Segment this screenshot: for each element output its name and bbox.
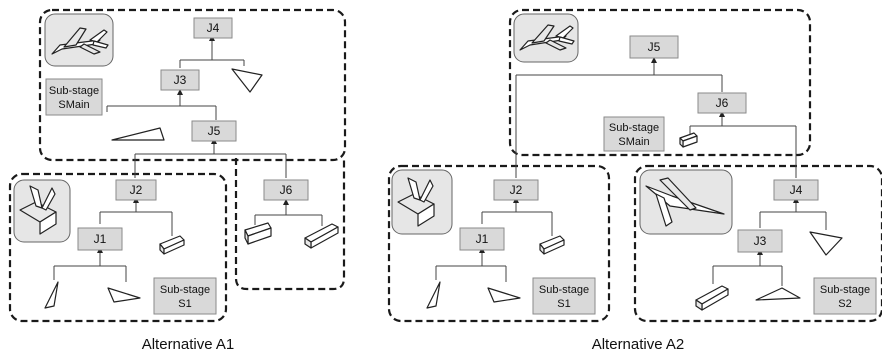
long-beam-part (304, 223, 339, 249)
svg-text:J3: J3 (174, 73, 187, 87)
svg-text:J1: J1 (476, 232, 489, 246)
joint-j5: J5 (191, 120, 237, 142)
svg-text:J6: J6 (716, 96, 729, 110)
svg-text:J2: J2 (510, 183, 523, 197)
a2-connectors (435, 57, 827, 286)
joint-j4: J4 (193, 17, 233, 39)
svg-text:J2: J2 (130, 183, 143, 197)
svg-text:J4: J4 (790, 183, 803, 197)
joint-j3: J3 (160, 69, 200, 91)
wing-part (231, 68, 263, 93)
alternative-a2: J5 J6 J2 J1 J4 J3 Sub-stage SMain (387, 8, 882, 353)
svg-text:Sub-stage: Sub-stage (820, 284, 870, 296)
substage-s2-region (633, 164, 882, 323)
joint-j1: J1 (459, 227, 505, 251)
tail-assembly-icon (391, 169, 453, 235)
caption-alternative-a1: Alternative A1 (142, 336, 235, 353)
tail-assembly-icon (13, 179, 71, 243)
j6-region (234, 158, 346, 291)
substage-label-smain: Sub-stage SMain (45, 78, 103, 116)
joint-j6: J6 (697, 92, 747, 114)
svg-text:S1: S1 (557, 298, 570, 310)
stabilizer-part (107, 287, 141, 303)
svg-text:J3: J3 (754, 234, 767, 248)
svg-text:S2: S2 (838, 298, 851, 310)
caption-alternative-a2: Alternative A2 (592, 336, 685, 353)
wing-part (809, 231, 843, 256)
svg-text:J4: J4 (207, 21, 220, 35)
aircraft-icon (44, 13, 114, 67)
substage-label-s2: Sub-stage S2 (813, 277, 877, 315)
svg-text:SMain: SMain (618, 136, 649, 148)
substage-smain-region (38, 8, 347, 162)
wing-part (755, 287, 801, 301)
joint-j2: J2 (493, 179, 539, 201)
svg-text:Sub-stage: Sub-stage (609, 122, 659, 134)
aircraft-icon (513, 13, 579, 63)
svg-text:S1: S1 (178, 298, 191, 310)
substage-label-s1: Sub-stage S1 (153, 277, 217, 315)
small-block-part (679, 132, 698, 148)
joint-j4: J4 (773, 179, 819, 201)
substage-label-smain: Sub-stage SMain (603, 116, 665, 152)
svg-text:J5: J5 (208, 124, 221, 138)
svg-text:SMain: SMain (58, 99, 89, 111)
fin-part (44, 281, 59, 309)
joint-j5: J5 (629, 35, 679, 59)
block-part (244, 222, 272, 245)
substage-s1-region (387, 164, 611, 323)
svg-text:Sub-stage: Sub-stage (539, 284, 589, 296)
alternative-a1: J4 J3 J5 J6 J2 J1 Sub-stage SMain (8, 8, 347, 353)
svg-text:J1: J1 (94, 232, 107, 246)
joint-j3: J3 (737, 229, 783, 253)
long-beam-part (695, 285, 729, 311)
wing-assembly-icon (639, 169, 733, 235)
joint-j1: J1 (77, 227, 123, 251)
joint-j2: J2 (115, 179, 157, 201)
svg-text:J5: J5 (648, 40, 661, 54)
small-block-part (159, 235, 185, 255)
joint-j6: J6 (263, 179, 309, 201)
fin-part (426, 281, 441, 309)
svg-text:J6: J6 (280, 183, 293, 197)
stabilizer-part (487, 287, 521, 303)
substage-label-s1: Sub-stage S1 (532, 277, 596, 315)
small-block-part (539, 235, 565, 255)
a1-connectors (53, 35, 323, 282)
svg-text:Sub-stage: Sub-stage (160, 284, 210, 296)
svg-text:Sub-stage: Sub-stage (49, 85, 99, 97)
wing-part (111, 127, 165, 141)
substage-smain-region (508, 8, 812, 157)
